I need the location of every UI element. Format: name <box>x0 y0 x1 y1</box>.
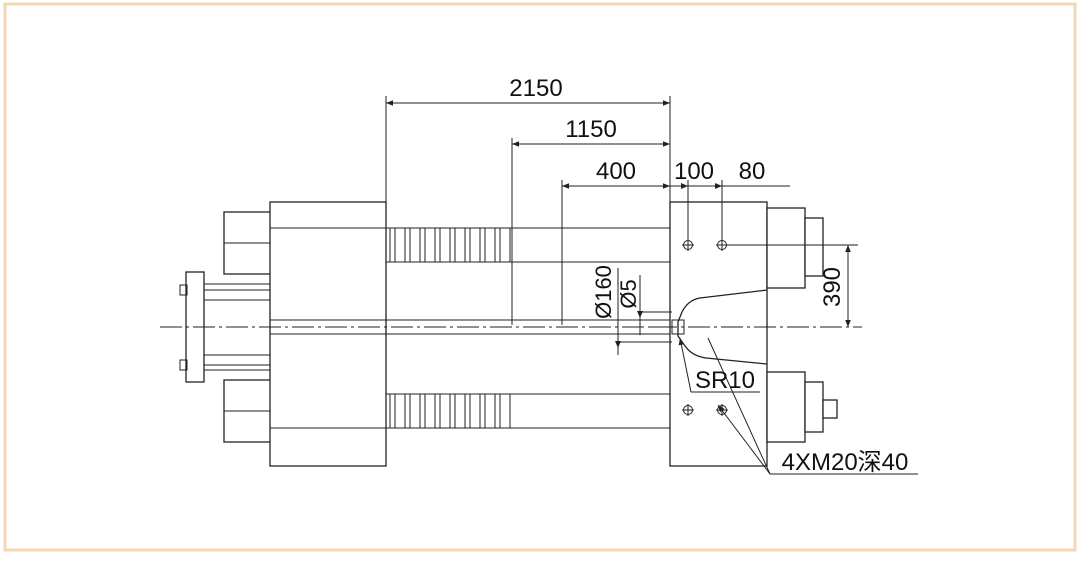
dim-80: 80 <box>739 158 766 185</box>
injection-unit <box>179 201 387 467</box>
dimension-labels: 2150 1150 400 100 80 390 Ø160 Ø5 SR10 4X… <box>509 75 908 476</box>
drawing-frame <box>3 2 1077 552</box>
right-cylinder-bottom <box>766 371 806 443</box>
dim-1150: 1150 <box>565 116 617 143</box>
fixed-platen <box>669 201 838 467</box>
dimension-lines <box>385 96 918 475</box>
lower-heater-fins <box>389 393 511 429</box>
dim-diameter-5: Ø5 <box>616 279 641 308</box>
dim-sr10: SR10 <box>695 367 755 394</box>
dim-400: 400 <box>596 158 636 185</box>
barrels <box>385 227 671 429</box>
dim-thread-holes: 4XM20深40 <box>782 449 909 476</box>
right-cylinder-top <box>766 207 806 289</box>
dim-diameter-160: Ø160 <box>591 265 616 319</box>
platen-body <box>669 201 768 467</box>
dim-390: 390 <box>819 267 846 307</box>
rear-flange-bolt-bottom <box>179 359 188 371</box>
dim-100: 100 <box>674 158 714 185</box>
upper-barrel <box>385 227 671 263</box>
dim-2150: 2150 <box>509 75 562 102</box>
upper-heater-fins <box>389 227 511 263</box>
lower-barrel <box>385 393 671 429</box>
rear-flange-bolt-top <box>179 284 188 296</box>
